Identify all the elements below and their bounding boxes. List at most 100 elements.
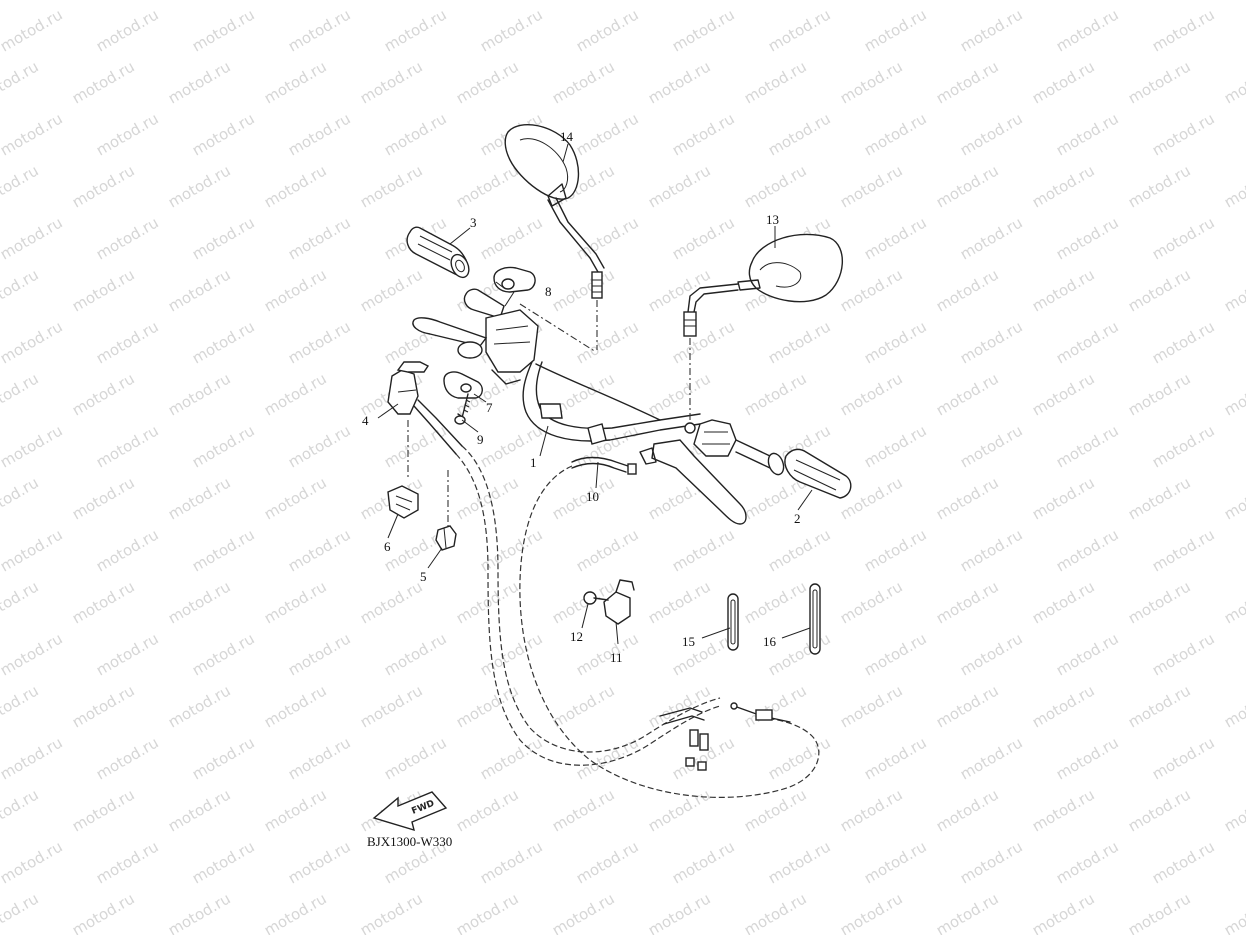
forward-arrow-icon: FWD bbox=[372, 791, 448, 832]
callout-7: 7 bbox=[486, 400, 493, 415]
callout-1: 1 bbox=[530, 455, 537, 470]
watermark-text: motod.ru bbox=[381, 109, 450, 159]
left-lever-assembly bbox=[412, 288, 539, 385]
watermark-text: motod.ru bbox=[645, 889, 714, 935]
watermark-text: motod.ru bbox=[1125, 57, 1194, 107]
watermark-text: motod.ru bbox=[1125, 889, 1194, 935]
watermark-text: motod.ru bbox=[1029, 369, 1098, 419]
watermark-text: motod.ru bbox=[837, 57, 906, 107]
watermark-text: motod.ru bbox=[837, 265, 906, 315]
watermark-text: motod.ru bbox=[1221, 785, 1246, 835]
watermark-text: motod.ru bbox=[165, 681, 234, 731]
watermark-text: motod.ru bbox=[453, 889, 522, 935]
watermark-text: motod.ru bbox=[1221, 0, 1246, 3]
watermark-text: motod.ru bbox=[261, 577, 330, 627]
watermark-text: motod.ru bbox=[933, 369, 1002, 419]
watermark-text: motod.ru bbox=[1029, 57, 1098, 107]
watermark-text: motod.ru bbox=[1053, 5, 1122, 55]
watermark-text: motod.ru bbox=[0, 109, 66, 159]
diagram-code: BJX1300-W330 bbox=[367, 834, 452, 849]
watermark-text: motod.ru bbox=[381, 5, 450, 55]
watermark-text: motod.ru bbox=[645, 577, 714, 627]
watermark-text: motod.ru bbox=[1125, 161, 1194, 211]
watermark-text: motod.ru bbox=[0, 525, 66, 575]
watermark-text: motod.ru bbox=[0, 317, 66, 367]
watermark-text: motod.ru bbox=[1149, 109, 1218, 159]
watermark-text: motod.ru bbox=[549, 473, 618, 523]
watermark-text: motod.ru bbox=[189, 5, 258, 55]
watermark-text: motod.ru bbox=[189, 733, 258, 783]
watermark-text: motod.ru bbox=[93, 109, 162, 159]
watermark-text: motod.ru bbox=[69, 265, 138, 315]
watermark-text: motod.ru bbox=[957, 213, 1026, 263]
watermark-text: motod.ru bbox=[0, 213, 66, 263]
watermark-text: motod.ru bbox=[1053, 837, 1122, 887]
watermark-text: motod.ru bbox=[645, 785, 714, 835]
watermark-text: motod.ru bbox=[861, 629, 930, 679]
watermark-text: motod.ru bbox=[285, 109, 354, 159]
watermark-text: motod.ru bbox=[765, 109, 834, 159]
assembly-lines bbox=[407, 300, 691, 526]
watermark-text: motod.ru bbox=[453, 473, 522, 523]
watermark-text: motod.ru bbox=[477, 837, 546, 887]
watermark-text: motod.ru bbox=[357, 0, 426, 3]
watermark-text: motod.ru bbox=[453, 161, 522, 211]
watermark-text: motod.ru bbox=[285, 629, 354, 679]
watermark-text: motod.ru bbox=[0, 837, 66, 887]
watermark-text: motod.ru bbox=[381, 629, 450, 679]
watermark-text: motod.ru bbox=[69, 473, 138, 523]
watermark-text: motod.ru bbox=[837, 577, 906, 627]
watermark-text: motod.ru bbox=[381, 421, 450, 471]
watermark-text: motod.ru bbox=[549, 0, 618, 3]
watermark-text: motod.ru bbox=[1221, 889, 1246, 935]
watermark-text: motod.ru bbox=[549, 785, 618, 835]
watermark-text: motod.ru bbox=[357, 161, 426, 211]
watermark-text: motod.ru bbox=[165, 57, 234, 107]
watermark-text: motod.ru bbox=[861, 109, 930, 159]
watermark-text: motod.ru bbox=[0, 785, 42, 835]
watermark-text: motod.ru bbox=[1221, 265, 1246, 315]
watermark-text: motod.ru bbox=[741, 577, 810, 627]
watermark-text: motod.ru bbox=[1053, 733, 1122, 783]
right-grip-part-2 bbox=[767, 448, 852, 499]
watermark-text: motod.ru bbox=[573, 733, 642, 783]
watermark-text: motod.ru bbox=[477, 733, 546, 783]
callout-3: 3 bbox=[470, 215, 477, 230]
watermark-text: motod.ru bbox=[645, 681, 714, 731]
watermark-text: motod.ru bbox=[957, 317, 1026, 367]
watermark-text: motod.ru bbox=[1053, 525, 1122, 575]
watermark-text: motod.ru bbox=[93, 213, 162, 263]
leader-lines bbox=[377, 143, 813, 645]
watermark-text: motod.ru bbox=[933, 57, 1002, 107]
watermark-text: motod.ru bbox=[741, 681, 810, 731]
watermark-text: motod.ru bbox=[165, 161, 234, 211]
watermark-text: motod.ru bbox=[0, 5, 66, 55]
watermark-text: motod.ru bbox=[0, 889, 42, 935]
watermark-text: motod.ru bbox=[669, 837, 738, 887]
watermark-text: motod.ru bbox=[261, 785, 330, 835]
watermark-text: motod.ru bbox=[189, 837, 258, 887]
watermark-text: motod.ru bbox=[741, 889, 810, 935]
watermark-text: motod.ru bbox=[573, 109, 642, 159]
handlebar-part-1 bbox=[522, 361, 701, 445]
watermark-text: motod.ru bbox=[261, 57, 330, 107]
watermark-text: motod.ru bbox=[741, 369, 810, 419]
watermark-text: motod.ru bbox=[957, 525, 1026, 575]
watermark-text: motod.ru bbox=[165, 473, 234, 523]
watermark-text: motod.ru bbox=[669, 317, 738, 367]
watermark-text: motod.ru bbox=[165, 785, 234, 835]
bracket-part-11 bbox=[603, 579, 635, 625]
joint-part-5 bbox=[435, 525, 457, 551]
watermark-text: motod.ru bbox=[573, 5, 642, 55]
watermark-text: motod.ru bbox=[765, 317, 834, 367]
watermark-text: motod.ru bbox=[1125, 577, 1194, 627]
cover-part-6 bbox=[387, 485, 419, 519]
watermark-text: motod.ru bbox=[357, 889, 426, 935]
watermark-text: motod.ru bbox=[453, 681, 522, 731]
watermark-text: motod.ru bbox=[165, 0, 234, 3]
watermark-text: motod.ru bbox=[69, 785, 138, 835]
watermark-text: motod.ru bbox=[0, 57, 42, 107]
band-part-15 bbox=[727, 593, 739, 651]
holder-part-8 bbox=[493, 266, 536, 293]
